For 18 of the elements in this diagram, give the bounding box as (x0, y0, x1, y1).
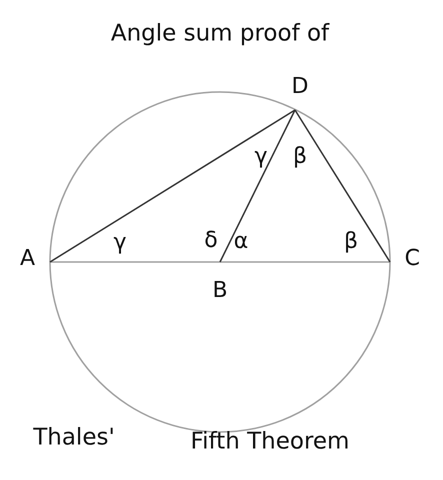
line-segment (220, 261, 390, 263)
line-segment (294, 110, 391, 262)
angle-label: β (344, 231, 358, 253)
caption-text: Thales' (33, 426, 115, 450)
angle-label: γ (113, 232, 127, 254)
line-segment (50, 109, 296, 263)
line-segment (50, 261, 220, 263)
angle-label: δ (204, 230, 218, 252)
point-label: B (212, 280, 228, 302)
point-label: D (292, 76, 308, 98)
title: Angle sum proof of (110, 22, 330, 46)
point-label: C (404, 248, 420, 270)
angle-label: β (292, 146, 308, 168)
point-label: A (20, 248, 36, 270)
caption-text: Fifth Theorem (190, 430, 350, 454)
angle-label: γ (254, 146, 268, 168)
line-segment (219, 110, 296, 262)
angle-label: α (234, 231, 248, 253)
